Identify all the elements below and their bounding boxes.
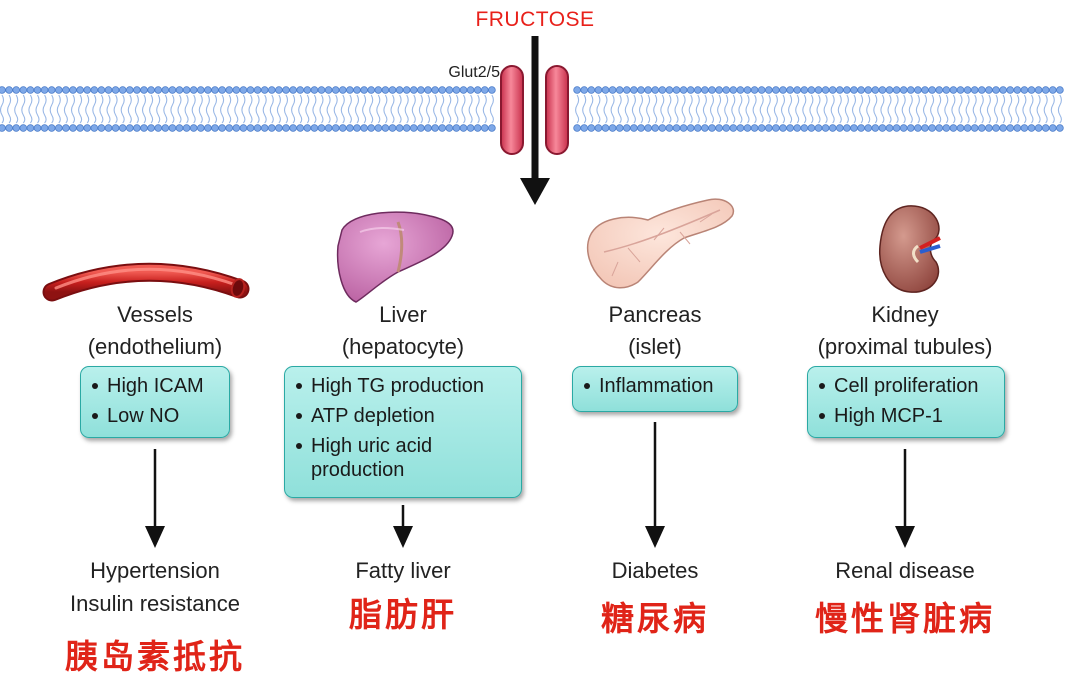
effect-item: High uric acid production [295,431,481,482]
effect-item: Cell proliferation [818,371,994,401]
pancreas-icon [586,198,735,289]
chinese-label-liver: 脂肪肝 [349,595,457,634]
effect-item: High ICAM [91,371,219,401]
effect-item: Inflammation [583,371,727,401]
outcome-arrows [145,422,915,548]
kidney-icon [879,205,941,293]
outcome-line: Renal disease [835,558,975,583]
effects-box-vessels: High ICAM Low NO [80,366,230,438]
chinese-label-pancreas: 糖尿病 [601,599,709,638]
effect-item: High TG production [295,371,511,401]
organ-name-kidney: Kidney [871,302,939,327]
effect-item: ATP depletion [295,401,511,431]
effects-box-kidney: Cell proliferation High MCP-1 [807,366,1005,438]
effect-item: High MCP-1 [818,401,994,431]
effects-box-liver: High TG production ATP depletion High ur… [284,366,522,498]
organ-location-pancreas: (islet) [628,334,682,359]
organ-location-liver: (hepatocyte) [341,334,465,359]
glut-transporter-label: Glut2/5 [448,64,500,81]
organ-name-pancreas: Pancreas [608,302,702,327]
chinese-label-kidney: 慢性肾脏病 [815,599,995,638]
outcome-line: Diabetes [611,558,699,583]
fructose-entry-arrow [520,36,550,205]
outcome-line: Insulin resistance [70,591,240,616]
outcome-line: Hypertension [90,558,220,583]
organ-location-vessels: (endothelium) [87,334,223,359]
organ-name-vessels: Vessels [117,302,193,327]
liver-icon [336,211,454,303]
organ-name-liver: Liver [379,302,427,327]
effect-item: Low NO [91,401,219,431]
blood-vessel-icon [42,262,250,302]
cell-membrane [0,86,1064,132]
effects-box-pancreas: Inflammation [572,366,738,412]
organ-location-kidney: (proximal tubules) [817,334,993,359]
outcome-line: Fatty liver [355,558,451,583]
fructose-title: FRUCTOSE [475,8,595,31]
glut-channel-icon [500,65,569,155]
chinese-label-vessels: 胰岛素抵抗 [65,637,245,676]
